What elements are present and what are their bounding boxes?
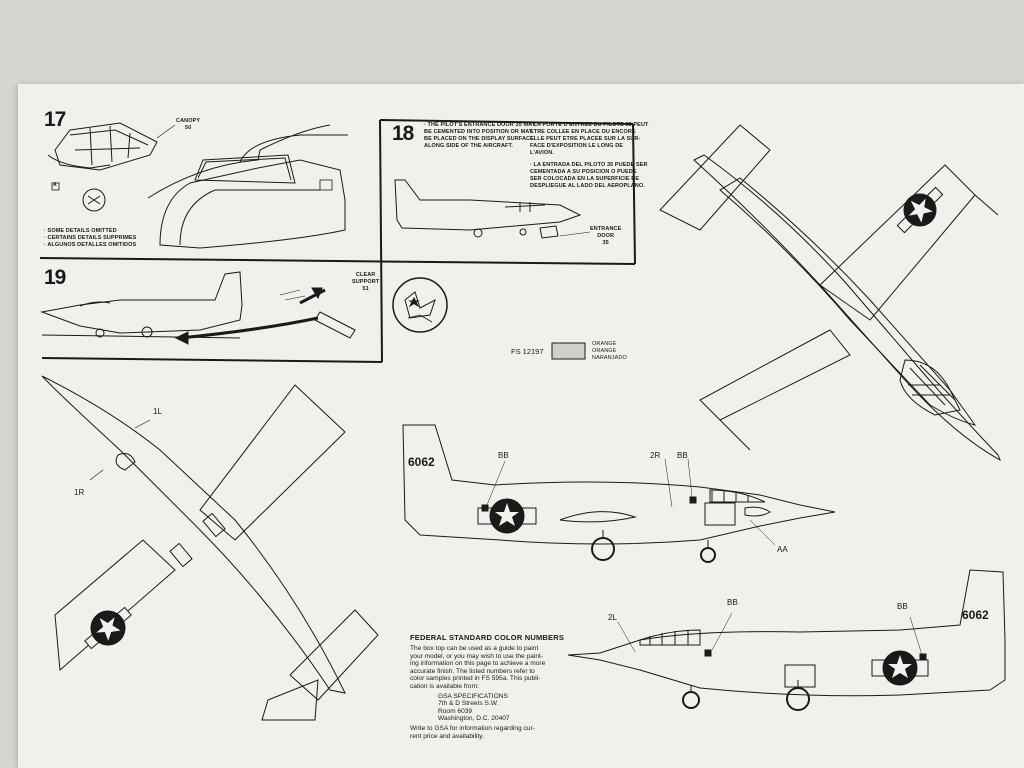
step17-callout: CANOPY 50 bbox=[176, 118, 201, 131]
step17-fuselage-drawing bbox=[147, 124, 348, 249]
decal-label-2l: 2L bbox=[608, 613, 617, 622]
decal-label-bb-lower-right: BB bbox=[897, 602, 908, 611]
lower-profile-drawing bbox=[567, 569, 1006, 711]
step19-aircraft-drawing bbox=[40, 271, 356, 345]
instruction-sheet bbox=[18, 84, 1024, 768]
color-info-address: GSA SPECIFICATIONS 7th & D Streets S.W. … bbox=[438, 692, 510, 723]
color-info-body: The box top can be used as a guide to pa… bbox=[410, 645, 546, 690]
step18-text-es: · LA ENTRADA DEL PILOTO 35 PUEDE SER CEM… bbox=[530, 162, 648, 189]
decal-label-bb-center-left: BB bbox=[498, 451, 509, 460]
lower-profile-insignia bbox=[704, 649, 929, 686]
tail-number-center: 6062 bbox=[408, 455, 435, 469]
step17-marker: A bbox=[53, 182, 57, 188]
right-planform-drawing bbox=[659, 124, 1001, 462]
tail-number-lower: 6062 bbox=[962, 608, 989, 622]
color-swatch bbox=[551, 342, 586, 360]
step18-text-en: · THE PILOT'S ENTRANCE DOOR 35 MAY BE CE… bbox=[424, 122, 536, 149]
color-info-block: FEDERAL STANDARD COLOR NUMBERS The box t… bbox=[410, 633, 578, 740]
decal-label-2r: 2R bbox=[650, 451, 661, 460]
step-19-number: 19 bbox=[44, 266, 66, 289]
color-names: ORANGE ORANGE NARANJADO bbox=[592, 341, 627, 361]
step19-bottom-border bbox=[41, 357, 383, 363]
step18-callout: ENTRANCE DOOR 35 bbox=[590, 226, 622, 246]
color-info-title: FEDERAL STANDARD COLOR NUMBERS bbox=[410, 633, 565, 642]
decal-label-1r: 1R bbox=[74, 488, 85, 497]
decal-label-bb-lower-left: BB bbox=[727, 598, 738, 607]
center-profile-drawing bbox=[402, 424, 836, 563]
step18-aircraft-drawing bbox=[394, 179, 591, 239]
step17-canopy-drawing bbox=[47, 122, 176, 212]
step18-top-border bbox=[379, 119, 634, 125]
decal-label-1l: 1L bbox=[153, 407, 162, 416]
color-code: FS 12197 bbox=[511, 347, 544, 356]
step19-callout: CLEAR SUPPORT 51 bbox=[352, 272, 380, 292]
decal-label-bb-center-right: BB bbox=[677, 451, 688, 460]
step-18-number: 18 bbox=[392, 122, 414, 145]
step17-note: · SOME DETAILS OMITTED · CERTAINS DETAIL… bbox=[44, 228, 137, 248]
center-profile-insignia bbox=[477, 496, 697, 534]
left-planform-insignia bbox=[84, 606, 132, 650]
decal-badge-drawing bbox=[392, 277, 448, 333]
right-planform-insignia bbox=[896, 186, 944, 234]
color-info-footer: Write to GSA for information regarding c… bbox=[410, 724, 535, 740]
step18-right-border bbox=[632, 123, 636, 265]
step-17-number: 17 bbox=[44, 108, 66, 131]
step-divider-horizontal bbox=[39, 257, 636, 265]
left-planform-drawing bbox=[41, 375, 379, 721]
decal-label-aa: AA bbox=[777, 545, 788, 554]
step-divider-vertical bbox=[379, 119, 383, 363]
step18-text-fr: · LA PORTE D'ENTREE DU PILOTE 35 PEUT ET… bbox=[530, 122, 649, 156]
